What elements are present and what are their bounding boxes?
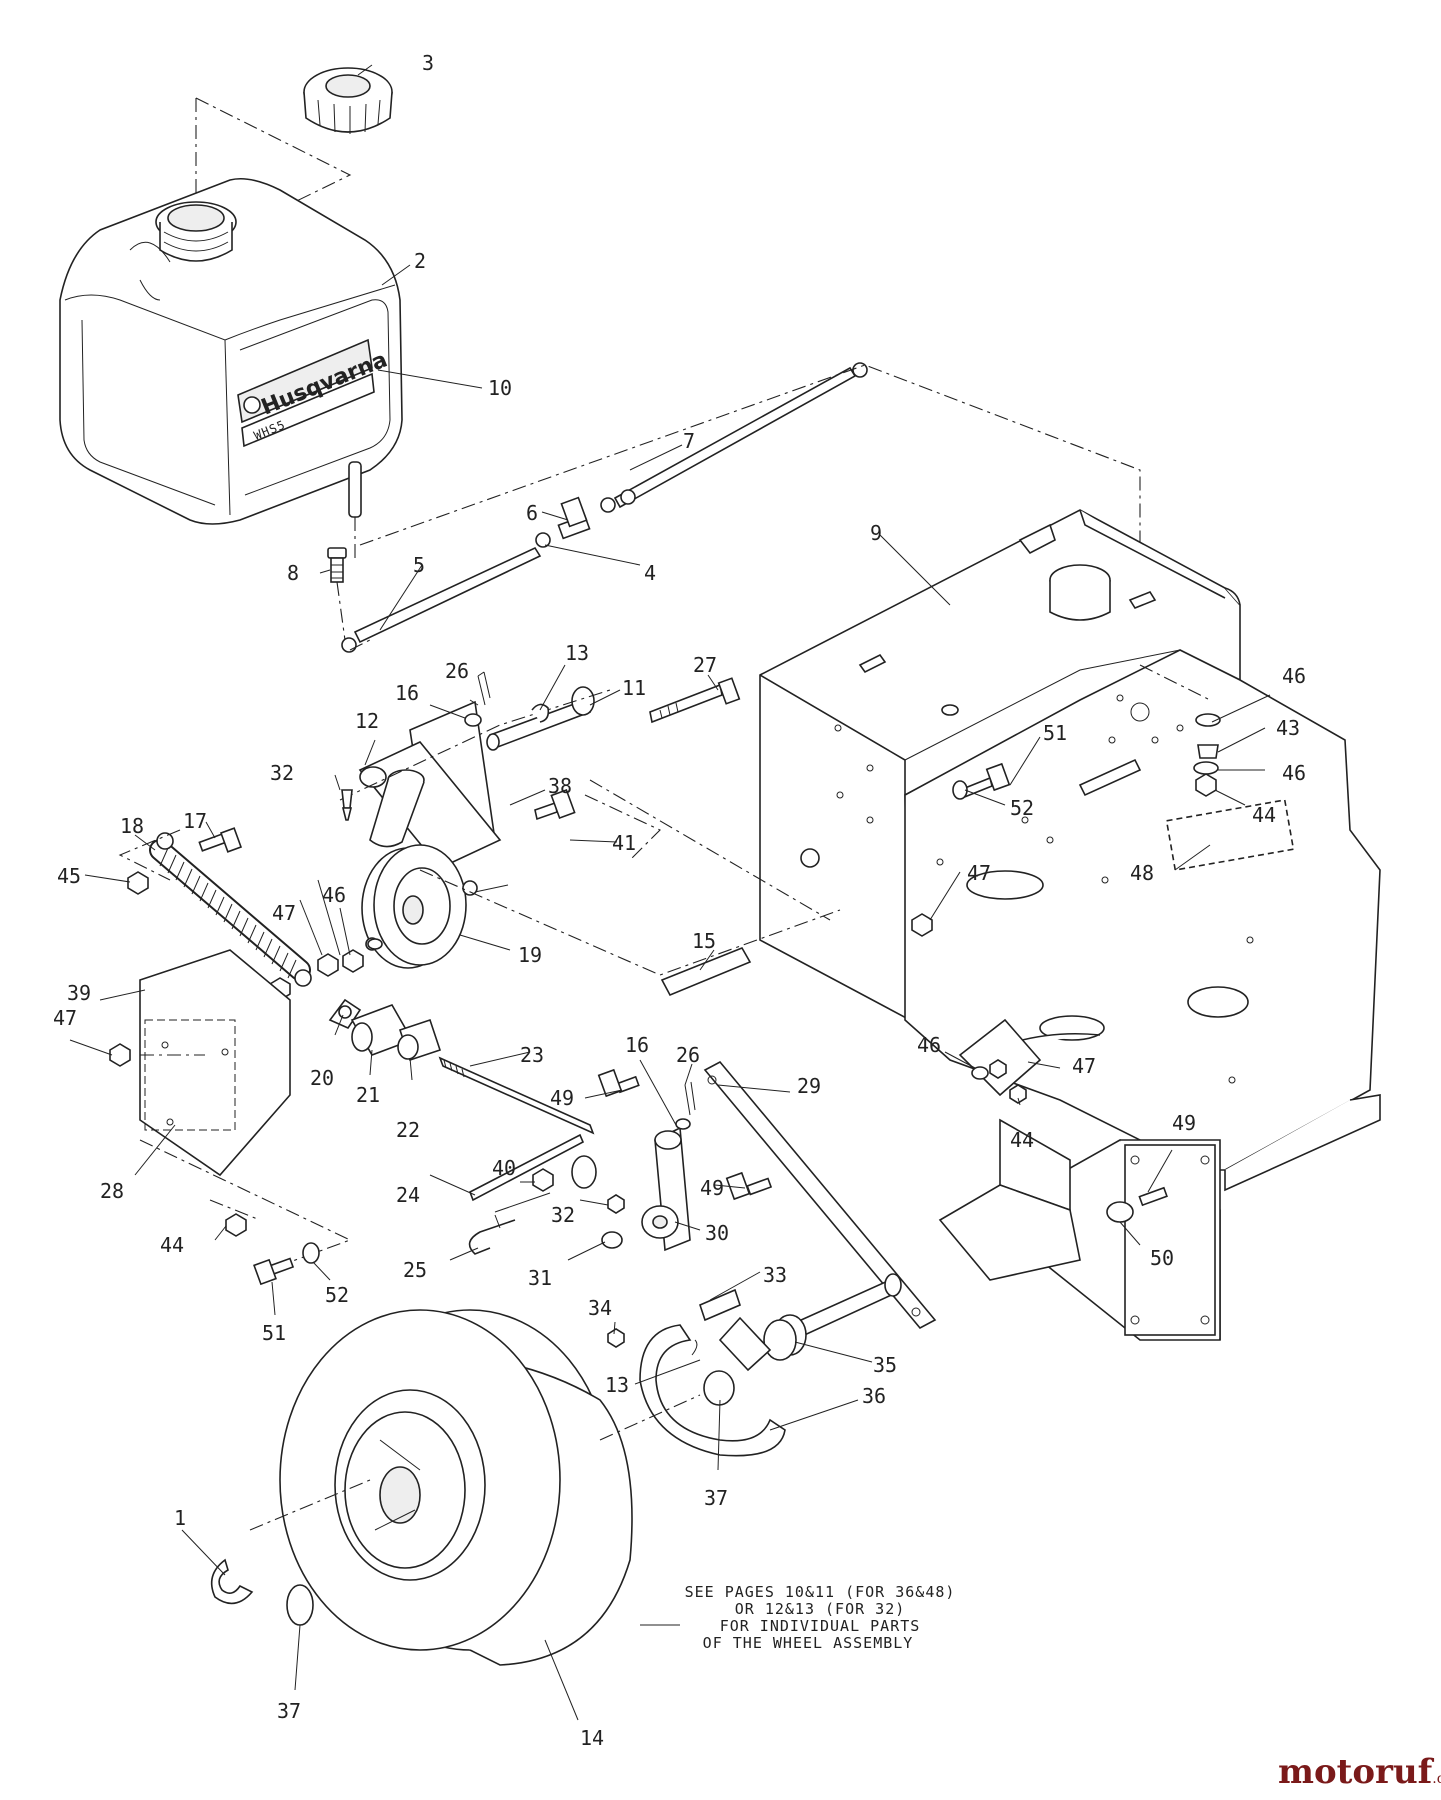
note-line-4: OF THE WHEEL ASSEMBLY: [703, 1634, 914, 1652]
callout-27: 27: [693, 653, 717, 677]
leader-lines: [69, 64, 1271, 1721]
callout-2: 2: [414, 249, 426, 273]
callout-41: 41: [612, 831, 636, 855]
callout-23: 23: [520, 1043, 544, 1067]
callout-52b: 52: [325, 1283, 349, 1307]
frame-holes: [800, 694, 1254, 1084]
callout-45: 45: [57, 864, 81, 888]
callout-44b: 44: [1010, 1128, 1034, 1152]
callout-24: 24: [396, 1183, 420, 1207]
callout-26b: 26: [676, 1043, 700, 1067]
callout-49b: 49: [700, 1176, 724, 1200]
pulley-arm: [358, 677, 741, 969]
mower-frame: [759, 509, 1381, 1341]
callout-26: 26: [445, 659, 469, 683]
note-line-3: FOR INDIVIDUAL PARTS: [720, 1617, 921, 1635]
callout-44: 44: [1252, 803, 1276, 827]
callout-17: 17: [183, 809, 207, 833]
callout-52: 52: [1010, 796, 1034, 820]
callout-46b: 46: [917, 1033, 941, 1057]
watermark-logo: motoruf.de: [1278, 1752, 1441, 1792]
spring: [149, 832, 312, 987]
callout-20: 20: [310, 1066, 334, 1090]
callout-49a: 49: [550, 1086, 574, 1110]
callout-30: 30: [705, 1221, 729, 1245]
callout-48: 48: [1130, 861, 1154, 885]
callout-19: 19: [518, 943, 542, 967]
callout-8: 8: [287, 561, 299, 585]
callout-37a: 37: [704, 1486, 728, 1510]
wheel-assembly: [279, 1309, 633, 1666]
callout-4: 4: [644, 561, 656, 585]
callout-15: 15: [692, 929, 716, 953]
callout-46c: 46: [322, 883, 346, 907]
callout-31: 31: [528, 1266, 552, 1290]
callout-49c: 49: [1172, 1111, 1196, 1135]
callout-47b: 47: [1072, 1054, 1096, 1078]
callout-46: 46: [1282, 664, 1306, 688]
callout-47: 47: [272, 901, 296, 925]
callout-40: 40: [492, 1156, 516, 1180]
callout-13: 13: [565, 641, 589, 665]
wheel-assembly-note: SEE PAGES 10&11 (FOR 36&48) OR 12&13 (FO…: [685, 1583, 956, 1652]
callout-38: 38: [548, 774, 572, 798]
callout-46d: 46: [1282, 761, 1306, 785]
callout-6: 6: [526, 501, 538, 525]
callout-16: 16: [395, 681, 419, 705]
callout-21: 21: [356, 1083, 380, 1107]
callout-47c: 47: [967, 861, 991, 885]
callout-16b: 16: [625, 1033, 649, 1057]
callout-51b: 51: [262, 1321, 286, 1345]
callout-34: 34: [588, 1296, 612, 1320]
callout-14: 14: [580, 1726, 604, 1750]
note-line-2: OR 12&13 (FOR 32): [735, 1600, 906, 1618]
callout-7: 7: [683, 429, 695, 453]
callout-44c: 44: [160, 1233, 184, 1257]
callout-32b: 32: [551, 1203, 575, 1227]
mount-plate: [139, 949, 291, 1177]
callout-47d: 47: [53, 1006, 77, 1030]
callout-29: 29: [797, 1074, 821, 1098]
callout-11: 11: [622, 676, 646, 700]
callout-39: 39: [67, 981, 91, 1005]
callout-10: 10: [488, 376, 512, 400]
fuel-lines: [341, 362, 868, 653]
callout-22: 22: [396, 1118, 420, 1142]
note-line-1: SEE PAGES 10&11 (FOR 36&48): [685, 1583, 956, 1601]
callout-33: 33: [763, 1263, 787, 1287]
callout-18: 18: [120, 814, 144, 838]
callout-35: 35: [873, 1353, 897, 1377]
callout-51: 51: [1043, 721, 1067, 745]
callout-12: 12: [355, 709, 379, 733]
callout-37b: 37: [277, 1699, 301, 1723]
callout-3: 3: [422, 51, 434, 75]
callout-43: 43: [1276, 716, 1300, 740]
callout-13b: 13: [605, 1373, 629, 1397]
callout-25: 25: [403, 1258, 427, 1282]
callout-numbers: 3 2 10 7 6 4 5 8 9 26 13 11 27 16 12 32 …: [53, 51, 1306, 1750]
callout-9: 9: [870, 521, 882, 545]
callout-50: 50: [1150, 1246, 1174, 1270]
callout-36: 36: [862, 1384, 886, 1408]
fuel-tank: Husqvarna WHS5: [59, 177, 403, 525]
callout-32: 32: [270, 761, 294, 785]
fuel-cap: [303, 67, 393, 134]
callout-28: 28: [100, 1179, 124, 1203]
callout-5: 5: [413, 553, 425, 577]
callout-1: 1: [174, 1506, 186, 1530]
